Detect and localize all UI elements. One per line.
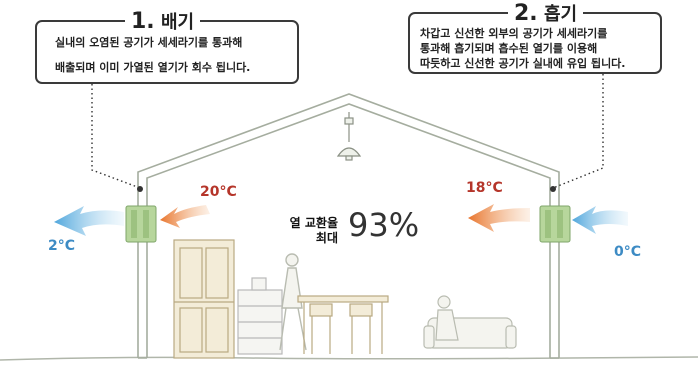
person-figure [279, 253, 307, 351]
exhaust-callout: 1. 배기 실내의 오염된 공기가 세세라기를 통과해 배출되며 이미 가열된 … [35, 8, 299, 84]
dining-set [297, 295, 389, 354]
vent-unit-left [125, 205, 157, 243]
temp-left-inside: 20°C [200, 184, 237, 200]
heat-exchange-label-line1: 열 교환율 [289, 216, 338, 230]
sofa [423, 295, 517, 349]
temp-right-inside: 18°C [466, 180, 503, 196]
temp-left-outside: 2°C [48, 238, 76, 254]
temp-right-outside: 0°C [614, 244, 642, 260]
supply-line3: 따듯하고 신선한 공기가 실내에 유입 됩니다. [420, 57, 626, 70]
ground-line [0, 356, 698, 361]
drawer-chest [237, 277, 283, 355]
leader-dot-left [137, 186, 143, 192]
ceiling-lamp [336, 112, 362, 161]
vent-unit-right [539, 205, 571, 243]
supply-line2: 통과해 흡기되며 흡수된 열기를 이용해 [420, 42, 598, 55]
exhaust-line2: 배출되며 이미 가열된 열기가 회수 됩니다. [55, 61, 251, 74]
supply-line1: 차갑고 신선한 외부의 공기가 세세라기를 [420, 27, 608, 40]
leader-lines [91, 74, 604, 189]
warm-arrow-right [468, 204, 530, 232]
heat-exchange-label: 열 교환율 최대 [266, 216, 338, 246]
cool-arrow-right [572, 206, 628, 234]
exhaust-title-text: 배기 [160, 12, 195, 33]
supply-title: 2. 흡기 [508, 0, 584, 26]
cabinet [173, 239, 235, 359]
warm-arrow-left [160, 205, 210, 228]
supply-number: 2. [514, 1, 538, 26]
leader-dot-right [550, 186, 556, 192]
cool-arrow-left [54, 206, 124, 236]
exhaust-number: 1. [131, 9, 155, 34]
supply-callout: 2. 흡기 차갑고 신선한 외부의 공기가 세세라기를 통과해 흡기되며 흡수된… [408, 0, 662, 74]
exhaust-line1: 실내의 오염된 공기가 세세라기를 통과해 [55, 36, 243, 49]
heat-exchange-label-line2: 최대 [315, 231, 338, 245]
exhaust-title: 1. 배기 [125, 8, 201, 34]
supply-title-text: 흡기 [543, 4, 578, 25]
heat-exchange-value: 93% [348, 206, 420, 244]
